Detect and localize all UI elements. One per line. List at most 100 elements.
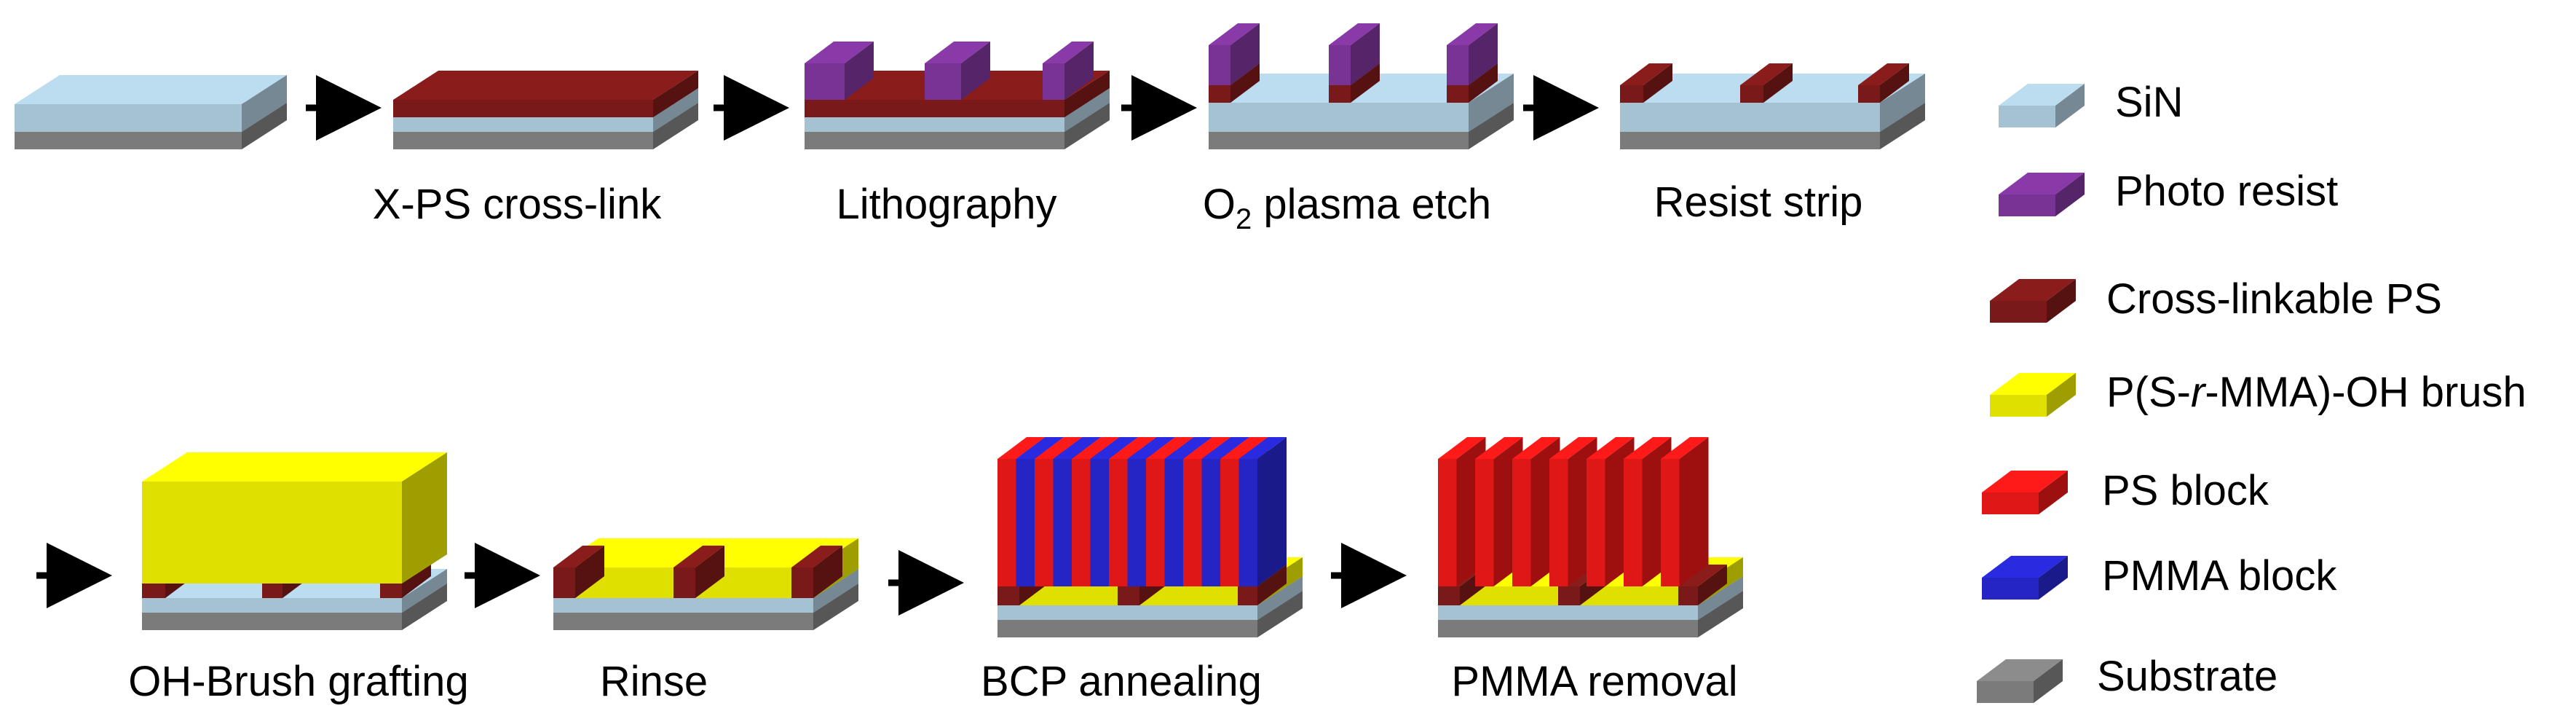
s9-lam-12-top	[1661, 437, 1709, 459]
legend-swatch-sin-side	[2055, 84, 2085, 127]
s3-resist-0-side	[845, 42, 874, 100]
legend-swatch-xps-front	[1990, 301, 2047, 323]
s8-lam-4-top	[1072, 437, 1120, 459]
legend-swatch-ps-side	[2039, 471, 2068, 514]
s9-substrate-side	[1698, 591, 1743, 637]
legend-swatch-brush-top	[1990, 373, 2076, 395]
s7-xps-2-top	[791, 546, 842, 567]
s4-xps-1-front	[1329, 85, 1351, 103]
s9-lam-4-top	[1512, 437, 1560, 459]
s4-substrate-front	[1209, 132, 1469, 149]
s7-xps-1-front	[673, 567, 695, 598]
s3-xps-side	[1064, 71, 1110, 117]
s7-xps-0-front	[553, 567, 575, 598]
s5-xps-1-side	[1763, 63, 1793, 103]
legend-label-xps: Cross-linkable PS	[2106, 275, 2442, 323]
s2-xps-top	[393, 71, 698, 100]
s6-sin-front	[142, 598, 402, 613]
legend-swatch-sin-front	[1999, 106, 2055, 127]
legend-swatch-xps-top	[1990, 279, 2076, 301]
s6-xps-0-front	[142, 584, 165, 598]
s2-xps-front	[393, 100, 653, 117]
s8-lam-6-top	[1109, 437, 1157, 459]
s8-sin-front	[997, 605, 1257, 620]
s8-lam-13-front	[1238, 459, 1257, 586]
s5-xps-0-top	[1620, 63, 1672, 85]
s5-xps-2-front	[1858, 85, 1880, 103]
s9-lam-0-front	[1438, 459, 1457, 586]
s6-sin-side	[402, 569, 447, 613]
s2-substrate-front	[393, 132, 653, 149]
s4-sin-side	[1469, 74, 1514, 132]
label-resist-strip: Resist strip	[1654, 178, 1863, 226]
s9-xps-0-front	[1438, 586, 1460, 605]
legend-label-brush: P(S-r-MMA)-OH brush	[2106, 369, 2526, 416]
s9-xps-2-top	[1678, 565, 1727, 586]
s7-sin-side	[813, 569, 858, 613]
s8-lam-13-side	[1257, 437, 1287, 586]
legend-swatch-brush-side	[2047, 373, 2076, 417]
s8-lam-8-top	[1146, 437, 1194, 459]
s6-brush-front	[142, 482, 402, 584]
legend-swatch-substrate-front	[1977, 681, 2034, 703]
s4-xps-0-side	[1230, 63, 1260, 103]
s8-lam-0-front	[997, 459, 1016, 586]
s5-sin-front	[1620, 103, 1880, 132]
s6-substrate-side	[402, 584, 447, 630]
s7-sin-front	[553, 598, 813, 613]
s8-sin-side	[1257, 576, 1303, 620]
s9-lam-10-top	[1624, 437, 1672, 459]
s3-resist-2-front	[1043, 63, 1064, 100]
s3-resist-2-top	[1043, 42, 1094, 63]
s6-substrate-front	[142, 613, 402, 630]
legend-swatch-pmma-front	[1982, 578, 2039, 600]
s5-xps-1-front	[1740, 85, 1763, 103]
s8-lam-2-top	[1035, 437, 1083, 459]
s8-lam-11-top	[1201, 437, 1249, 459]
legend-swatch-xps-side	[2047, 279, 2076, 323]
s2-sin-side	[653, 88, 698, 132]
s5-xps-2-side	[1880, 63, 1909, 103]
s4-xps-0-front	[1209, 85, 1230, 103]
s4-resist-2-side	[1469, 23, 1498, 85]
s3-substrate-front	[805, 132, 1064, 149]
legend-swatch-substrate-side	[2034, 659, 2063, 703]
s8-xps-1-front	[1118, 586, 1139, 605]
s4-xps-2-front	[1447, 85, 1469, 103]
s8-lam-0-top	[997, 437, 1046, 459]
s5-substrate-side	[1880, 103, 1925, 149]
s5-xps-0-side	[1643, 63, 1672, 103]
s9-sin-side	[1698, 576, 1743, 620]
s8-lam-12-top	[1220, 437, 1268, 459]
s8-lam-10-front	[1183, 459, 1202, 586]
s7-substrate-side	[813, 584, 858, 630]
s5-xps-1-top	[1740, 63, 1793, 85]
s8-lam-11-front	[1201, 459, 1220, 586]
s5-sin-side	[1880, 74, 1925, 132]
s4-resist-0-side	[1230, 23, 1260, 85]
s8-substrate-front	[997, 620, 1257, 637]
s3-substrate-side	[1064, 103, 1110, 149]
s7-xps-0-top	[553, 546, 604, 567]
s9-lam-8-top	[1587, 437, 1635, 459]
s8-lam-13-top	[1238, 437, 1287, 459]
label-pmma-removal: PMMA removal	[1451, 658, 1737, 705]
s1-substrate-front	[15, 132, 242, 149]
s1-sin-top	[15, 75, 287, 104]
s9-lam-12-front	[1661, 459, 1680, 586]
s5-substrate-front	[1620, 132, 1880, 149]
label-bcp-annealing: BCP annealing	[981, 658, 1262, 705]
legend-label-ps: PS block	[2102, 467, 2269, 514]
s2-xps-side	[653, 71, 698, 117]
s8-xps-2-front	[1238, 586, 1257, 605]
s9-lam-0-top	[1438, 437, 1486, 459]
s4-resist-0-top	[1209, 23, 1260, 45]
s2-sin-front	[393, 117, 653, 132]
s8-lam-7-top	[1127, 437, 1175, 459]
s8-lam-4-front	[1072, 459, 1091, 586]
s8-lam-2-front	[1035, 459, 1054, 586]
s3-sin-front	[805, 117, 1064, 132]
s8-lam-8-front	[1146, 459, 1165, 586]
s4-xps-1-side	[1351, 63, 1380, 103]
legend-label-substrate: Substrate	[2097, 653, 2277, 700]
